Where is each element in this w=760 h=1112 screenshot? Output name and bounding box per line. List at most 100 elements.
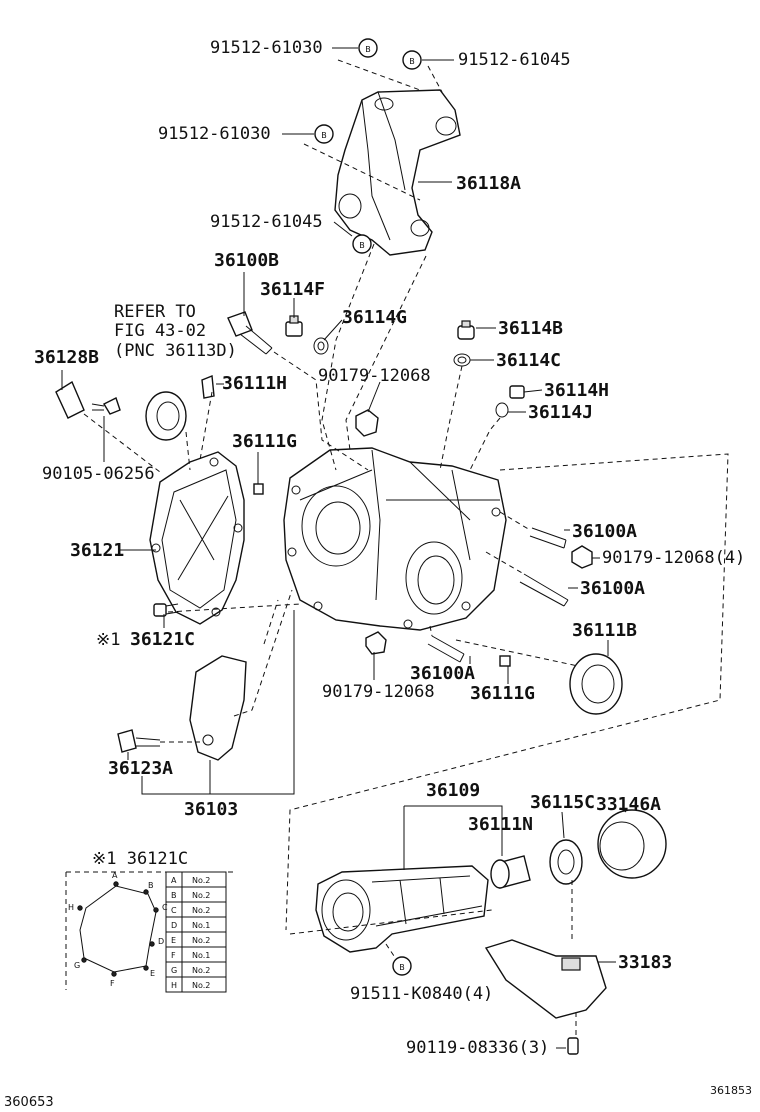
label-90105-06256: 90105-06256 — [42, 464, 155, 484]
label-refer-3: (PNC 36113D) — [114, 341, 237, 361]
nut-90179-12068-4 — [571, 545, 593, 569]
inset-table-pos: H — [171, 981, 177, 990]
marker-b-3: B — [314, 124, 334, 144]
footer-left-code: 360653 — [4, 1095, 54, 1110]
seal-36113d — [145, 391, 187, 441]
inset-bolt-hole-f — [111, 971, 117, 977]
label-36111n: 36111N — [468, 814, 533, 835]
label-36114j: 36114J — [528, 402, 593, 423]
label-90179-12068-b: 90179-12068 — [322, 682, 435, 702]
inset-bolt-hole-b — [143, 889, 149, 895]
inset-ring-letter-d: D — [158, 937, 164, 946]
label-refer-2: FIG 43-02 — [114, 321, 206, 341]
plug-36114f — [285, 315, 303, 337]
label-33183: 33183 — [618, 952, 672, 973]
inset-table-pos: C — [171, 906, 177, 915]
stud-36100a-b — [519, 573, 569, 607]
inset-table-val: No.2 — [192, 981, 210, 990]
label-refer-1: REFER TO — [114, 302, 196, 322]
transfer-case — [283, 447, 507, 631]
marker-b-4: B — [352, 234, 372, 254]
marker-b-5: B — [392, 956, 412, 976]
label-36123a: 36123A — [108, 758, 173, 779]
label-36114g: 36114G — [342, 307, 407, 328]
inset-bolt-hole-g — [81, 957, 87, 963]
inset-ring-letter-a: A — [112, 871, 118, 880]
leader-lines — [61, 47, 627, 1049]
inset-table-val: No.1 — [192, 921, 210, 930]
svg-text:B: B — [365, 45, 371, 54]
inset-table-val: No.2 — [192, 891, 210, 900]
inset-bolt-hole-d — [149, 941, 155, 947]
clip-36128b — [55, 380, 85, 419]
inset-bolt-hole-e — [143, 965, 149, 971]
gasket-36114g — [313, 337, 329, 355]
inset-ring-letter-b: B — [148, 881, 154, 890]
inset-bolt-hole-h — [77, 905, 83, 911]
label-36100a-c: 36100A — [410, 663, 475, 684]
label-91512-61045-top: 91512-61045 — [458, 50, 571, 70]
label-36114c: 36114C — [496, 350, 561, 371]
bushing-36111n — [490, 855, 531, 889]
bracket-36103 — [189, 655, 247, 761]
marker-b-2: B — [402, 50, 422, 70]
inset-ring-letter-e: E — [150, 969, 155, 978]
svg-text:B: B — [359, 241, 365, 250]
housing-36109 — [315, 865, 489, 953]
inset-table-pos: G — [171, 966, 177, 975]
label-91512-61030-top: 91512-61030 — [210, 38, 323, 58]
inset-table-pos: F — [171, 951, 176, 960]
inset-ring-letter-f: F — [110, 979, 115, 988]
marker-b-1: B — [358, 38, 378, 58]
plug-36114h — [509, 385, 525, 399]
bolt-90105-06256 — [91, 397, 121, 415]
label-36111h: 36111H — [222, 373, 287, 394]
seal-36111b — [569, 653, 623, 715]
nut-90179-12068-a — [355, 409, 379, 437]
label-91512-61045-low: 91512-61045 — [210, 212, 323, 232]
inset-bolt-hole-c — [153, 907, 159, 913]
gasket-36114j — [495, 402, 509, 418]
inset-title: ※1 36121C — [92, 849, 188, 869]
inset-table-pos: A — [171, 876, 177, 885]
inset-ring-letter-g: G — [74, 961, 80, 970]
label-90179-12068-4: 90179-12068(4) — [602, 548, 745, 568]
callout-labels: 91512-61030 91512-61045 91512-61030 3611… — [34, 38, 745, 1058]
label-36103: 36103 — [184, 799, 238, 820]
inset-table-val-cell — [181, 976, 227, 993]
inset-table-val: No.2 — [192, 966, 210, 975]
label-36121c: 36121C — [130, 629, 195, 650]
stud-36100a-a — [529, 527, 567, 549]
pin-36111g-a — [253, 483, 264, 495]
label-36111b: 36111B — [572, 620, 637, 641]
label-36114h: 36114H — [544, 380, 609, 401]
explode-lines — [83, 59, 729, 1036]
plug-36111h — [201, 375, 215, 399]
label-mark-1: ※1 — [96, 630, 120, 650]
plug-36114b — [457, 320, 475, 340]
label-36115c: 36115C — [530, 792, 595, 813]
bolt-36121c — [153, 603, 179, 617]
inset-table-val: No.1 — [192, 951, 210, 960]
inset-ring-letter-h: H — [68, 903, 74, 912]
svg-text:B: B — [399, 963, 405, 972]
protector-33183 — [484, 939, 607, 1019]
housing-36121 — [149, 451, 245, 625]
bolt-36123a — [117, 729, 161, 753]
bracket-36118a — [334, 89, 461, 256]
inset-table-pos: D — [171, 921, 177, 930]
label-36111g-b: 36111G — [470, 683, 535, 704]
label-36111g-a: 36111G — [232, 431, 297, 452]
label-36109: 36109 — [426, 780, 480, 801]
inset-table-pos: B — [171, 891, 177, 900]
seal-36115c — [549, 839, 583, 885]
label-90119-08336: 90119-08336(3) — [406, 1038, 549, 1058]
svg-text:B: B — [321, 131, 327, 140]
label-36121: 36121 — [70, 540, 124, 561]
inset-table-pos: E — [171, 936, 176, 945]
inset-table-val: No.2 — [192, 906, 210, 915]
